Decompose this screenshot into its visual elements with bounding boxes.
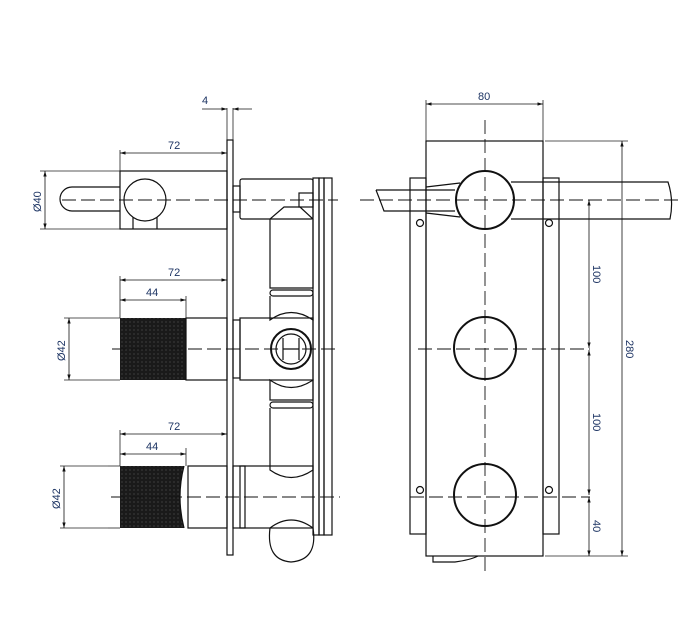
wall-plate — [226, 139, 234, 556]
dimension-label: Ø42 — [51, 488, 63, 509]
dimension-label: 72 — [168, 140, 180, 152]
dimension-label: Ø42 — [56, 340, 68, 361]
dimension-bottom-diameter: Ø42 — [51, 465, 108, 529]
dimension-top-projection: 72 — [120, 140, 227, 155]
dimension-label: 40 — [590, 520, 602, 532]
dimension-spacing-middle: 100 — [587, 350, 602, 495]
side-rail — [542, 177, 560, 535]
dimension-bottom-offset: 40 — [587, 497, 602, 556]
dimension-label: Ø40 — [32, 191, 44, 212]
dimension-plate-height: 280 — [620, 141, 635, 556]
dimension-middle-diameter: Ø42 — [56, 317, 95, 381]
valve-housing — [232, 177, 333, 563]
bottom-knurled-handle — [108, 430, 228, 529]
cover-plate — [425, 140, 544, 557]
front-view: 80 100 100 40 280 — [360, 91, 680, 574]
dimension-middle-knurl: 44 — [120, 287, 186, 302]
dimension-plate-thickness: 4 — [202, 95, 252, 111]
dimension-label: 280 — [623, 340, 635, 358]
dimension-label: 100 — [590, 265, 602, 283]
dimension-middle-projection: 72 — [120, 267, 227, 282]
dimension-label: 72 — [168, 267, 180, 279]
dimension-label: 44 — [146, 287, 158, 299]
dimension-bottom-knurl: 44 — [120, 441, 186, 456]
dimension-label: 44 — [146, 441, 158, 453]
dimension-label: 100 — [590, 413, 602, 431]
dimension-top-diameter: Ø40 — [32, 170, 120, 230]
dimension-label: 4 — [202, 95, 208, 107]
top-lever-handle — [59, 150, 228, 230]
side-rail — [409, 177, 427, 535]
middle-knurled-handle — [95, 276, 228, 381]
dimension-spacing-top: 100 — [587, 200, 602, 348]
side-view: 4 — [32, 95, 340, 563]
dimension-label: 80 — [478, 91, 490, 103]
dimension-bottom-projection: 72 — [120, 421, 227, 436]
dimension-plate-width: 80 — [425, 91, 544, 141]
dimension-label: 72 — [168, 421, 180, 433]
